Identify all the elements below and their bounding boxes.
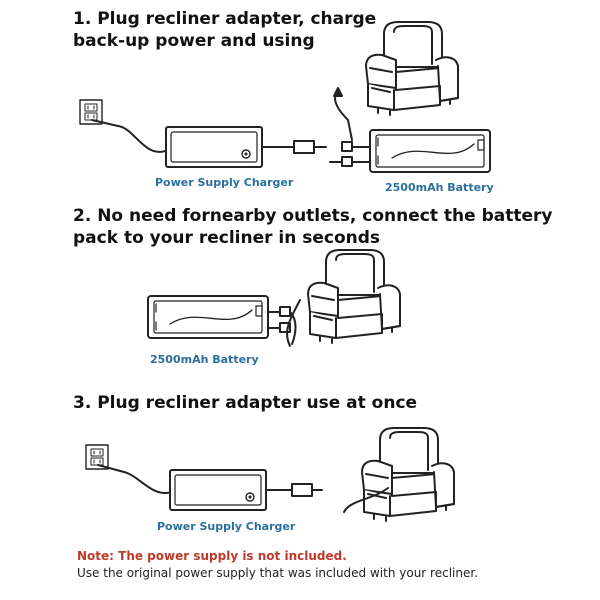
recliner-1 (365, 21, 459, 116)
battery-1 (369, 129, 491, 173)
recliner-2 (307, 249, 401, 344)
note-warning: Note: The power supply is not included. (77, 549, 347, 563)
charger-label-1: Power Supply Charger (155, 176, 294, 189)
recliner-cable-2 (286, 299, 301, 347)
charger-1 (165, 126, 263, 168)
wall-outlet-1 (79, 99, 103, 125)
cable-3 (123, 471, 173, 495)
battery-label-1: 2500mAh Battery (385, 181, 494, 194)
cable-1 (117, 125, 169, 153)
step-2-title-line-1: 2. No need fornearby outlets, connect th… (73, 206, 553, 226)
step-1-title: 1. Plug recliner adapter, charge back-up… (73, 8, 376, 52)
step-3-title-line-1: 3. Plug recliner adapter use at once (73, 393, 418, 413)
charger-connector-1 (293, 140, 315, 154)
battery-ports-1 (351, 146, 371, 163)
step-1-title-line-2: back-up power and using (73, 31, 315, 51)
battery-label-2: 2500mAh Battery (150, 353, 259, 366)
recliner-cable-1 (334, 89, 353, 141)
plug-3 (97, 464, 125, 473)
battery-ports-2 (267, 311, 281, 329)
note-body: Use the original power supply that was i… (77, 566, 479, 580)
wall-outlet-3 (85, 444, 109, 470)
step-2-title-line-2: pack to your recliner in seconds (73, 228, 381, 248)
charger-3 (169, 469, 267, 511)
battery-2 (147, 295, 269, 339)
step-3-title: 3. Plug recliner adapter use at once (73, 392, 417, 414)
step-1-title-line-1: 1. Plug recliner adapter, charge (73, 9, 377, 29)
charger-connector-3 (291, 483, 313, 497)
charger-label-3: Power Supply Charger (157, 520, 296, 533)
step-2-title: 2. No need fornearby outlets, connect th… (73, 205, 552, 249)
plug-1 (91, 119, 119, 127)
recliner-cable-3 (343, 487, 389, 513)
recliner-3 (361, 427, 455, 522)
